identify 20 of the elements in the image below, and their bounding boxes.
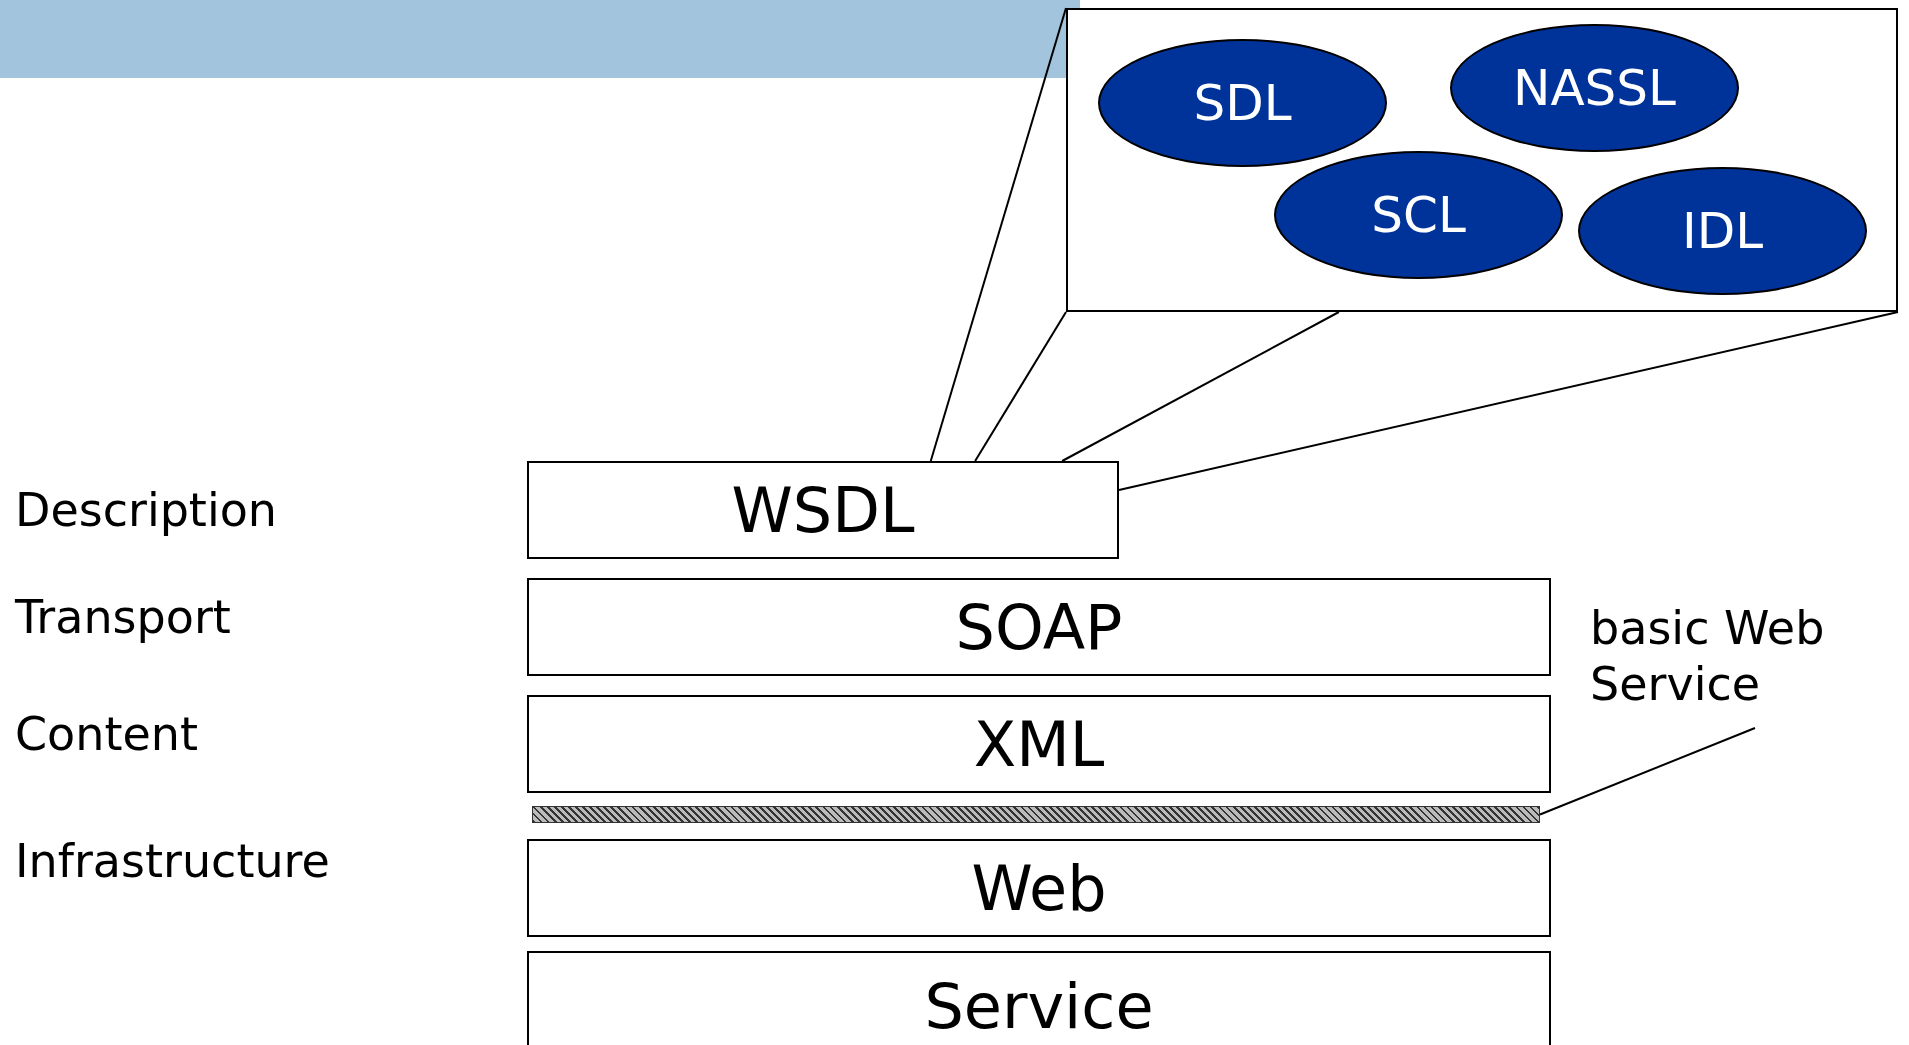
oval-node: IDL [1578,167,1867,295]
hatched-bar [532,806,1540,823]
oval-node: SCL [1274,151,1563,279]
layer-box: Service [527,951,1551,1045]
layer-label: Infrastructure [15,834,330,888]
zoom-line [1061,311,1340,462]
note-text: basic Web Service [1590,600,1890,728]
oval-node: SDL [1098,39,1387,167]
layer-box: Web [527,839,1551,937]
callout-box [1066,8,1898,312]
layer-label: Transport [15,590,231,644]
layer-box: WSDL [527,461,1119,559]
layer-label: Description [15,483,277,537]
zoom-line [1118,311,1899,491]
zoom-line [974,311,1067,462]
layer-box: SOAP [527,578,1551,676]
layer-label: Content [15,707,198,761]
zoom-line [929,7,1067,462]
oval-node: NASSL [1450,24,1739,152]
layer-box: XML [527,695,1551,793]
